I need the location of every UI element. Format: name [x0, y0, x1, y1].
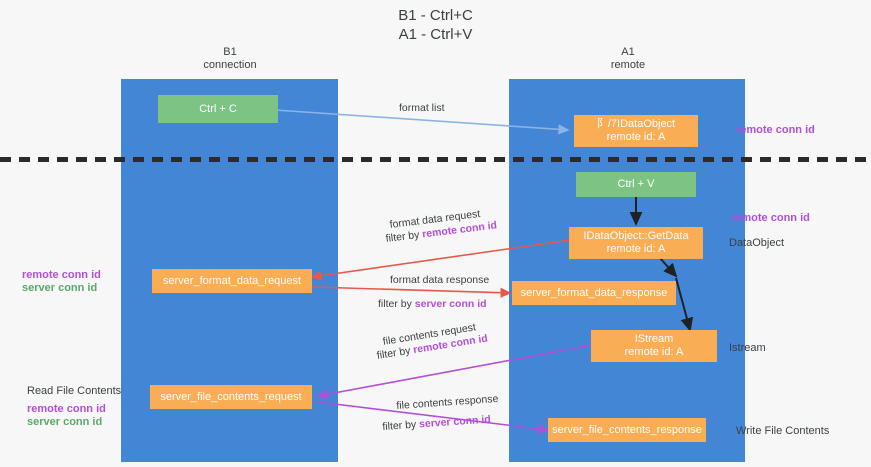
node-server-file-contents-response[interactable]: server_file_contents_response — [548, 418, 706, 442]
column-header-a1-name: A1 — [621, 46, 635, 58]
node-server-format-data-response[interactable]: server_format_data_response — [512, 281, 676, 305]
edge-format-list — [274, 109, 570, 135]
page-title: B1 - Ctrl+C A1 - Ctrl+V — [0, 6, 871, 44]
column-header-b1-role: connection — [203, 59, 257, 71]
annotation-istream: Istream — [729, 342, 766, 354]
filter-prefix: filter by — [382, 418, 420, 433]
annotation-remote-conn-id-top: remote conn id — [736, 124, 815, 136]
node-istream[interactable]: IStream remote id: A — [591, 330, 717, 362]
edge-getdata-to-response — [659, 257, 678, 278]
node-server-format-data-request[interactable]: server_format_data_request — [152, 269, 312, 293]
column-header-a1-role: remote — [610, 59, 646, 71]
annotation-left-server-conn-id-bottom: server conn id — [27, 416, 103, 428]
edge-format-data-request — [310, 239, 571, 281]
annotation-left-remote-conn-id-bottom: remote conn id — [27, 403, 106, 415]
annotation-left-server-conn-id-mid: server conn id — [22, 282, 98, 294]
column-header-b1: B1 connection — [125, 46, 335, 72]
section-divider — [0, 157, 871, 162]
node-ctrl-v[interactable]: Ctrl + V — [576, 172, 696, 197]
annotation-remote-conn-id-mid: remote conn id — [731, 212, 810, 224]
edge-file-contents-request — [316, 344, 593, 400]
edge-label-format-data-response-filter: filter by server conn id — [378, 298, 487, 311]
node-server-file-contents-request[interactable]: server_file_contents_request — [150, 385, 312, 409]
page-title-line-2: A1 - Ctrl+V — [398, 26, 473, 43]
annotation-read-file-contents: Read File Contents — [27, 385, 122, 397]
annotation-dataobject: DataObject — [729, 237, 785, 249]
column-header-a1: A1 remote — [512, 46, 744, 72]
annotation-left-remote-conn-id-mid: remote conn id — [22, 269, 101, 281]
edge-response-to-istream — [675, 277, 694, 332]
page-title-line-1: B1 - Ctrl+C — [398, 7, 473, 24]
edge-label-format-list: format list — [399, 102, 445, 114]
filter-key-server-conn-id: server conn id — [414, 298, 487, 310]
filter-prefix: filter by — [378, 298, 415, 310]
annotation-write-file-contents: Write File Contents — [736, 425, 830, 437]
node-idataobject[interactable]: 阝/7IDataObject remote id: A — [574, 115, 698, 147]
node-ctrl-c[interactable]: Ctrl + C — [158, 95, 278, 123]
edge-file-contents-response — [317, 401, 550, 434]
edge-format-data-response — [311, 286, 512, 298]
node-idataobject-getdata[interactable]: IDataObject::GetData remote id: A — [569, 227, 703, 259]
column-header-b1-name: B1 — [223, 46, 237, 58]
edge-label-format-data-response: format data response — [390, 274, 490, 286]
